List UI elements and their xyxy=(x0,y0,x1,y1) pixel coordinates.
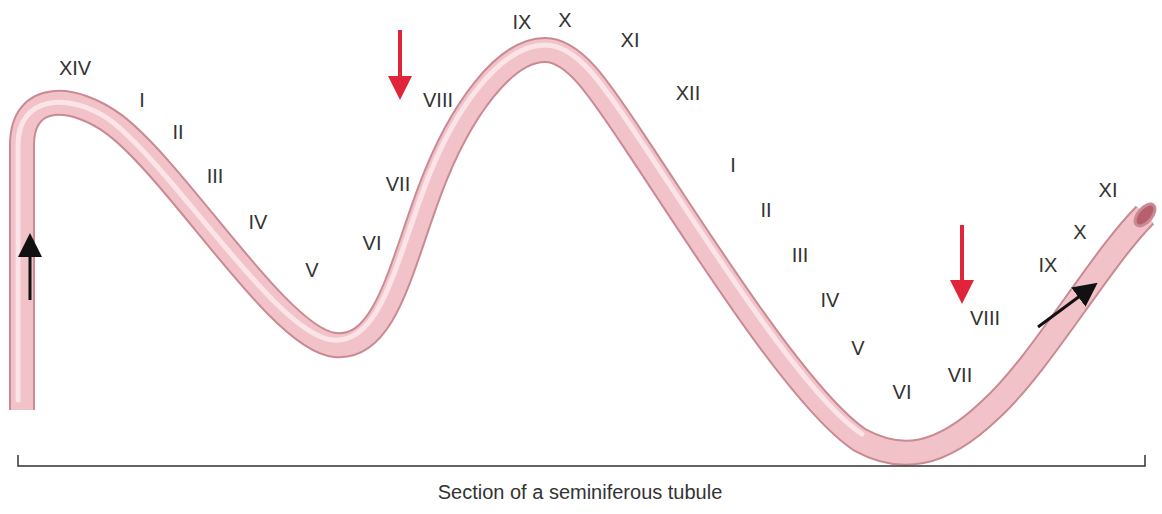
stage-number: V xyxy=(305,260,318,280)
stage-marker-arrow xyxy=(398,30,402,88)
stage-number: III xyxy=(792,245,809,265)
section-bracket xyxy=(18,455,1145,466)
tubule-body xyxy=(22,50,1145,453)
stage-number: V xyxy=(851,338,864,358)
tubule-opening xyxy=(1131,201,1158,230)
stage-number: II xyxy=(760,200,771,220)
stage-number: VI xyxy=(893,382,912,402)
stage-number: VII xyxy=(386,174,410,194)
tubule-outline xyxy=(22,50,1145,453)
stage-number: XII xyxy=(676,83,700,103)
stage-number: III xyxy=(207,166,224,186)
stage-number: X xyxy=(558,10,571,30)
stage-number: XI xyxy=(1099,180,1118,200)
flow-arrow xyxy=(1038,290,1088,327)
stage-number: I xyxy=(139,90,145,110)
stage-marker-arrow xyxy=(960,225,964,292)
stage-number: VII xyxy=(948,365,972,385)
stage-number: IV xyxy=(249,212,268,232)
stage-number: VI xyxy=(363,233,382,253)
tubule xyxy=(18,45,1159,453)
flow-arrow xyxy=(29,245,32,300)
stage-number: IX xyxy=(513,12,532,32)
stage-number: I xyxy=(730,155,736,175)
stage-number: XI xyxy=(621,30,640,50)
caption: Section of a seminiferous tubule xyxy=(438,481,723,503)
stage-number: II xyxy=(172,122,183,142)
tubule-highlight xyxy=(18,45,862,434)
stage-number: IV xyxy=(821,290,840,310)
stage-number: VIII xyxy=(970,308,1000,328)
stage-number: IX xyxy=(1039,255,1058,275)
stage-number: VIII xyxy=(423,90,453,110)
stage-number: XIV xyxy=(59,58,91,78)
stage-number: X xyxy=(1073,222,1086,242)
